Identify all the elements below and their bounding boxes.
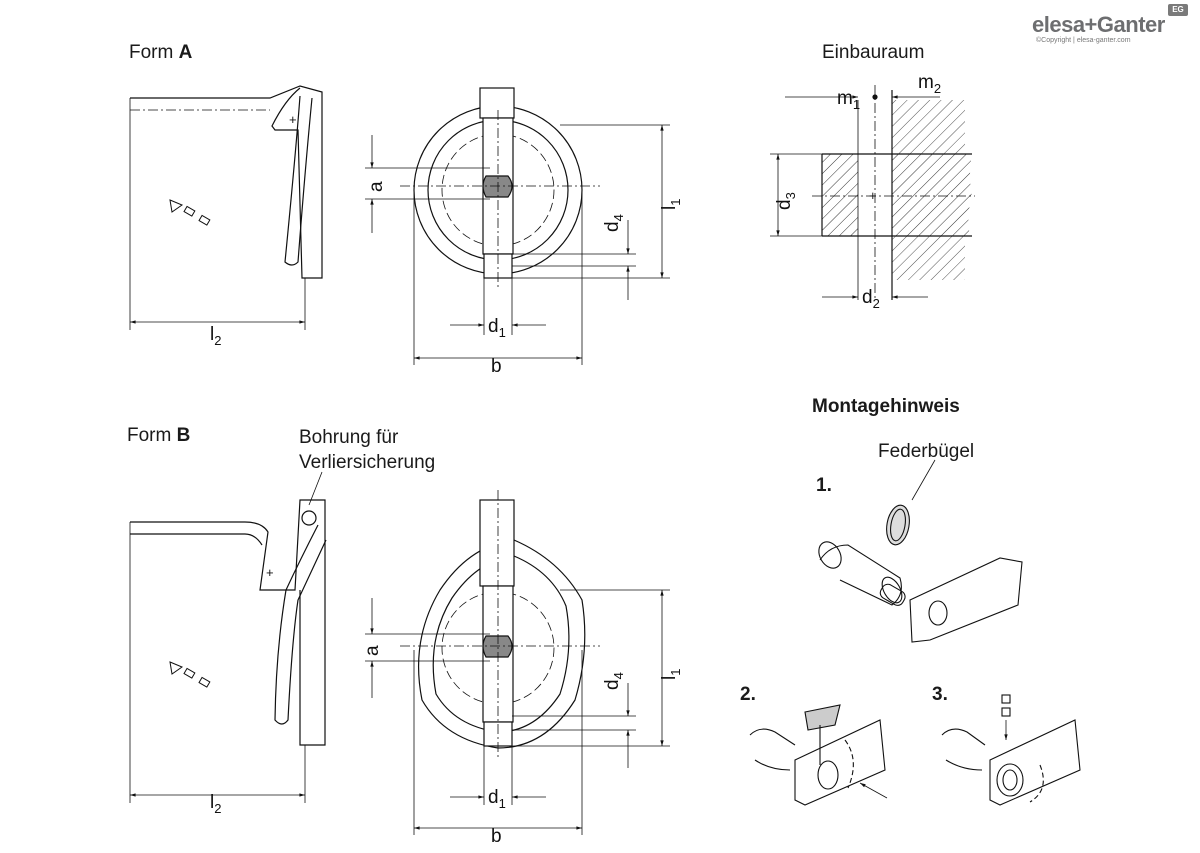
- form-b-front-view: [365, 490, 670, 835]
- svg-text:+: +: [289, 112, 297, 127]
- dim-b-form-b: b: [491, 826, 502, 847]
- copyright-text: ©Copyright | elesa-ganter.com: [1036, 37, 1131, 44]
- form-b-side-view: +: [129, 471, 327, 803]
- form-a-heading: Form A: [129, 42, 193, 63]
- dim-a-form-b: a: [362, 645, 383, 656]
- dim-l2-form-b: l2: [210, 792, 221, 816]
- step-3-label: 3.: [932, 684, 948, 705]
- svg-text:+: +: [869, 188, 877, 203]
- step-2-label: 2.: [740, 684, 756, 705]
- installation-space-title: Einbauraum: [822, 42, 925, 63]
- dim-b-form-a: b: [491, 356, 502, 377]
- dim-m2: m2: [918, 72, 941, 96]
- assembly-step-1-sketch: [818, 459, 1023, 643]
- dim-l2-form-a: l2: [210, 324, 221, 348]
- form-a-front-view: [365, 87, 670, 365]
- dim-d2: d2: [862, 287, 880, 311]
- dim-m1: m1: [837, 88, 860, 112]
- form-a-side-view: +: [129, 85, 323, 330]
- bore-note-line1: Bohrung für: [299, 427, 399, 448]
- dim-l1-form-a: l1: [659, 199, 683, 210]
- assembly-title: Montagehinweis: [812, 396, 960, 417]
- dim-d1-form-a: d1: [488, 316, 506, 340]
- dim-d1-form-b: d1: [488, 787, 506, 811]
- assembly-step-3-sketch: [941, 694, 1081, 806]
- brand-logo: elesa+Ganter ©Copyright | elesa-ganter.c…: [1032, 12, 1165, 44]
- dimension-labels: l2 d1 b a d4 l1 l2 d1 b a d4 l1 m1 m2 d3…: [210, 72, 941, 847]
- assembly-step-2-sketch: [749, 704, 888, 806]
- eg-badge: EG: [1168, 4, 1188, 16]
- step-1-label: 1.: [816, 475, 832, 496]
- dim-d3: d3: [774, 192, 798, 210]
- dim-a-form-a: a: [366, 181, 387, 192]
- dim-d4-form-b: d4: [602, 672, 626, 690]
- dim-l1-form-b: l1: [659, 669, 683, 680]
- bore-note-line2: Verliersicherung: [299, 452, 436, 473]
- svg-text:+: +: [266, 565, 274, 580]
- spring-clip-label: Federbügel: [878, 441, 975, 462]
- dim-d4-form-a: d4: [602, 214, 626, 232]
- installation-space-section: +: [770, 85, 975, 300]
- form-b-heading: Form B: [127, 425, 191, 446]
